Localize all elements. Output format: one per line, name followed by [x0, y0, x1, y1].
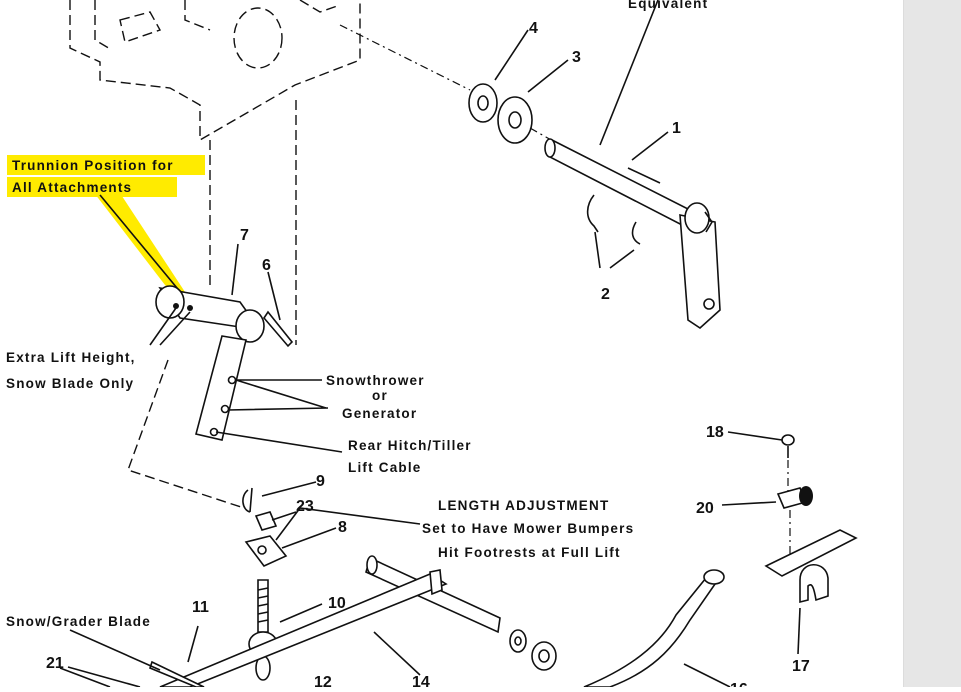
washer-4 [468, 83, 498, 123]
callout-10: 10 [328, 595, 346, 612]
callout-8: 8 [338, 519, 347, 536]
dashed-link [127, 359, 245, 509]
callout-1: 1 [672, 120, 681, 137]
bracket-17 [764, 529, 858, 604]
lift-rod [583, 569, 725, 688]
snow-grader-label: Snow/Grader Blade [6, 614, 151, 629]
hairpin-left [586, 194, 599, 233]
trunnion-leader [99, 194, 183, 295]
cross-shaft [159, 555, 501, 688]
callout-14: 14 [412, 674, 430, 687]
parts-diagram: Trunnion Position for All Attachments [6, 0, 858, 692]
screw-18 [781, 434, 795, 458]
extra-lift-label-1: Extra Lift Height, [6, 350, 136, 365]
snowthrower-label-3: Generator [342, 406, 417, 421]
lift-shaft [544, 138, 721, 330]
callout-17: 17 [792, 658, 810, 675]
callout-21: 21 [46, 655, 64, 672]
callout-18: 18 [706, 424, 724, 441]
callout-6: 6 [262, 257, 271, 274]
trunnion-arm [155, 285, 265, 441]
nut-23 [254, 511, 278, 531]
trunnion-label-2: All Attachments [12, 180, 132, 195]
pin-6 [262, 310, 294, 348]
exploded-parts-drawing: Trunnion Position for All Attachments [6, 0, 858, 692]
frame-plate [69, 0, 471, 345]
length-adjustment-title: LENGTH ADJUSTMENT [438, 498, 609, 513]
cable-clip-20 [776, 486, 813, 509]
clip-9 [242, 487, 253, 513]
side-panel [903, 0, 961, 687]
callout-arrows [67, 0, 801, 688]
hairpin-right [631, 221, 641, 245]
trunnion-label-1: Trunnion Position for [12, 158, 174, 173]
callout-12: 12 [314, 674, 332, 687]
rear-hitch-label-2: Lift Cable [348, 460, 422, 475]
callout-3: 3 [572, 49, 581, 66]
snowthrower-label-2: or [372, 388, 388, 403]
callout-9: 9 [316, 473, 325, 490]
callout-11: 11 [192, 599, 209, 616]
snowthrower-label-1: Snowthrower [326, 373, 425, 388]
callout-4: 4 [529, 20, 538, 37]
callout-20: 20 [696, 500, 714, 517]
callout-2: 2 [601, 286, 610, 303]
washer-bottom-a [509, 629, 527, 653]
callout-16: 16 [730, 681, 748, 687]
length-adjustment-line3: Hit Footrests at Full Lift [438, 545, 621, 560]
length-adjustment-line2: Set to Have Mower Bumpers [422, 521, 634, 536]
washer-3 [497, 96, 533, 144]
clevis-8 [244, 535, 288, 567]
bushing-bottom [531, 641, 557, 671]
extra-lift-label-2: Snow Blade Only [6, 376, 134, 391]
callout-23: 23 [296, 498, 314, 515]
trunnion-highlight [7, 155, 205, 298]
rear-hitch-label-1: Rear Hitch/Tiller [348, 438, 472, 453]
equivalent-label: Equivalent [628, 0, 708, 11]
threaded-rod [248, 579, 278, 681]
callout-7: 7 [240, 227, 249, 244]
